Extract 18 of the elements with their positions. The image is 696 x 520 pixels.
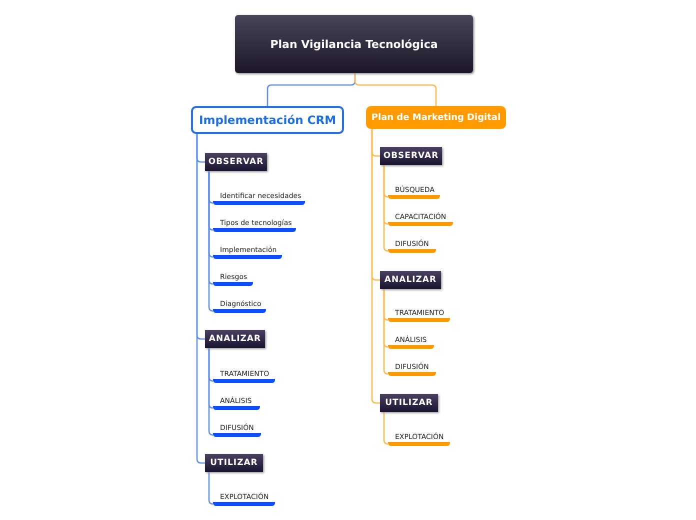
category-label-box: ANALIZAR <box>380 271 441 289</box>
branch-topic-box: Implementación CRM <box>191 106 344 134</box>
category-label-box: OBSERVAR <box>205 153 267 171</box>
connector-line <box>371 129 380 404</box>
connector-line <box>208 171 214 312</box>
branch-topic-box: Plan de Marketing Digital <box>366 106 506 129</box>
connector-line <box>383 165 389 252</box>
category-label-box: UTILIZAR <box>205 454 263 472</box>
category-label-box: ANALIZAR <box>205 330 265 348</box>
connector-line <box>196 134 205 464</box>
connector-line <box>354 73 437 106</box>
category-label-box: UTILIZAR <box>380 394 438 412</box>
connector-line <box>208 472 214 505</box>
root-topic-box: Plan Vigilancia Tecnológica <box>235 15 473 73</box>
connector-line <box>383 289 389 375</box>
category-label-box: OBSERVAR <box>380 147 442 165</box>
connector-line <box>208 348 214 436</box>
connector-line <box>383 412 389 445</box>
